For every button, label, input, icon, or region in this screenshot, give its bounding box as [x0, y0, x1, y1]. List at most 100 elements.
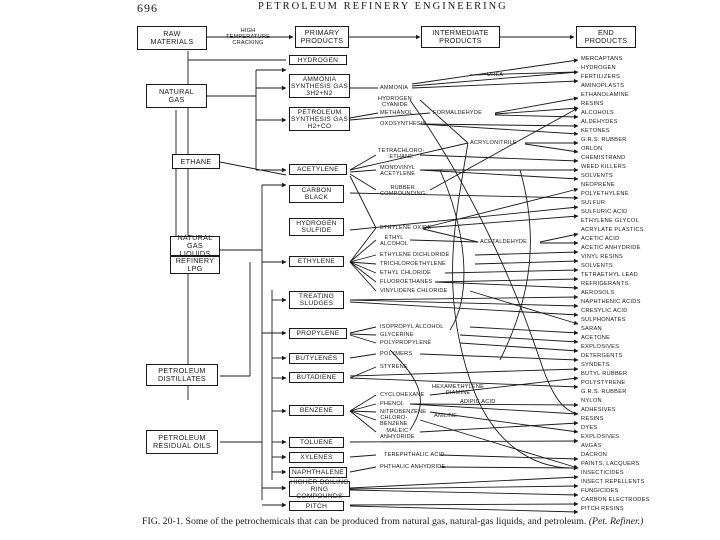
stage-end-products: END PRODUCTS — [576, 26, 636, 48]
end-product: REFRIGERANTS — [581, 281, 629, 287]
intermediate-oxosynthesis: OXOSYNTHESIS — [380, 121, 427, 127]
end-product: KETONES — [581, 128, 610, 134]
end-product: WEED KILLERS — [581, 164, 627, 170]
intermediate-fluoroethanes: FLUOROETHANES — [380, 279, 433, 285]
end-product: POLYSTYRENE — [581, 380, 626, 386]
end-product: SULFUR — [581, 200, 606, 206]
end-product: SOLVENTS — [581, 263, 613, 269]
end-product: SULPHONATES — [581, 317, 626, 323]
end-product: CARBON ELECTRODES — [581, 497, 650, 503]
end-product: G.R.S. RUBBER — [581, 137, 627, 143]
intermediate-isopropyl-alcohol: ISOPROPYL ALCOHOL — [380, 324, 444, 330]
end-product: SOLVENTS — [581, 173, 613, 179]
end-product: DYES — [581, 425, 598, 431]
primary-ammonia-synthesis-gas: AMMONIA SYNTHESIS GAS 3H2+N2 — [289, 74, 350, 98]
end-product: EXPLOSIVES — [581, 434, 620, 440]
end-product: INSECTICIDES — [581, 470, 624, 476]
end-product: ACETIC ACID — [581, 236, 620, 242]
end-product: ADHESIVES — [581, 407, 616, 413]
intermediate-formaldehyde: FORMALDEHYDE — [433, 110, 483, 116]
end-product: INSECT REPELLENTS — [581, 479, 645, 485]
caption-source: (Pet. Refiner.) — [588, 516, 644, 527]
primary-naphthalene: NAPHTHALENE — [289, 467, 347, 478]
intermediate-ethyl-chloride: ETHYL CHLORIDE — [380, 270, 432, 276]
intermediate-hydrogen-cyanide: HYDROGEN CYANIDE — [378, 96, 412, 108]
end-product: NEOPRENE — [581, 182, 615, 188]
end-product: BUTYL RUBBER — [581, 371, 628, 377]
primary-hydrogen-sulfide: HYDROGEN SULFIDE — [289, 218, 344, 236]
end-product: HYDROGEN — [581, 65, 616, 71]
intermediate-ammonia: AMMONIA — [380, 85, 409, 91]
end-product: ACETIC ANHYDRIDE — [581, 245, 641, 251]
end-product: FUNGICIDES — [581, 488, 619, 494]
figure-caption: FIG. 20-1. Some of the petrochemicals th… — [142, 516, 702, 527]
end-product: PITCH RESINS — [581, 506, 624, 512]
end-product: EXPLOSIVES — [581, 344, 620, 350]
primary-toluene: TOLUENE — [289, 437, 344, 448]
end-product: RESINS — [581, 101, 604, 107]
end-product: ALDEHYDES — [581, 119, 618, 125]
end-product: DETERGENTS — [581, 353, 623, 359]
caption-text: Some of the petrochemicals that can be p… — [185, 516, 587, 527]
intermediate-styrene: STYRENE — [380, 364, 408, 370]
intermediate-ethyl-alcohol: ETHYL ALCOHOL — [380, 235, 409, 247]
running-title: PETROLEUM REFINERY ENGINEERING — [258, 1, 508, 12]
raw-natural-gas-liquids: NATURAL GAS LIQUIDS — [170, 234, 220, 258]
end-product: TETRAETHYL LEAD — [581, 272, 638, 278]
stage-raw-materials: RAW MATERIALS — [137, 26, 207, 50]
primary-hydrogen: HYDROGEN — [289, 55, 347, 65]
primary-acetylene: ACETYLENE — [289, 164, 347, 175]
stage-primary-products: PRIMARY PRODUCTS — [295, 26, 349, 48]
intermediate-chlorobenzene: CHLORO- BENZENE — [380, 415, 408, 427]
intermediate-methanol: METHANOL — [380, 110, 413, 116]
end-product: AVGAS — [581, 443, 602, 449]
end-product: ETHANOLAMINE — [581, 92, 629, 98]
end-product: NAPHTHENIC ACIDS — [581, 299, 641, 305]
end-product: ACETONE — [581, 335, 611, 341]
intermediate-acetaldehyde: ACETALDEHYDE — [480, 239, 528, 245]
raw-natural-gas: NATURAL GAS — [146, 84, 207, 108]
primary-propylene: PROPYLENE — [289, 328, 347, 339]
intermediate-hexamethylene-diamine: HEXAMETHYLENE DIAMINE — [432, 384, 485, 396]
intermediate-rubber-compounding: RUBBER COMPOUNDING — [380, 185, 426, 197]
primary-butadiene: BUTADIENE — [289, 372, 344, 383]
primary-ethylene: ETHYLENE — [289, 256, 344, 267]
primary-benzene: BENZENE — [289, 405, 344, 416]
primary-carbon-black: CARBON BLACK — [289, 185, 344, 203]
end-product: RESINS — [581, 416, 604, 422]
end-product: CRESYLIC ACID — [581, 308, 628, 314]
end-product: G.R.S. RUBBER — [581, 389, 627, 395]
primary-higher-boiling-ring-compounds: HIGHER BOILING RING COMPOUNDS — [289, 478, 350, 500]
intermediate-ethylene-oxide: ETHYLENE OXIDE — [380, 225, 432, 231]
primary-petroleum-synthesis-gas: PETROLEUM SYNTHESIS GAS H2+CO — [289, 107, 350, 131]
intermediate-maleic-anhydride: MALEIC ANHYDRIDE — [380, 428, 415, 440]
intermediate-polymers: POLYMERS — [380, 351, 413, 357]
intermediate-vinylidene-chloride: VINYLIDENE CHLORIDE — [380, 288, 448, 294]
intermediate-monovinyl-acetylene: MONOVINYL ACETYLENE — [380, 165, 416, 177]
end-product: FERTILIZERS — [581, 74, 620, 80]
stage-intermediate-products: INTERMEDIATE PRODUCTS — [421, 26, 500, 48]
raw-petroleum-distillates: PETROLEUM DISTILLATES — [146, 364, 218, 386]
end-product: SULFURIC ACID — [581, 209, 628, 215]
intermediate-trichloroethylene: TRICHLOROETHYLENE — [380, 261, 446, 267]
intermediate-glycerine: GLYCERINE — [380, 332, 414, 338]
page-number: 696 — [137, 1, 158, 15]
intermediate-acrylonitrile: ACRYLONITRILE — [470, 140, 517, 146]
end-product: SYNDETS — [581, 362, 610, 368]
cracking-label: HIGH TEMPERATURE CRACKING — [225, 28, 271, 46]
primary-xylenes: XYLENES — [289, 452, 344, 463]
intermediate-ethylene-dichloride: ETHYLENE DICHLORIDE — [380, 252, 450, 258]
end-product: SARAN — [581, 326, 602, 332]
intermediate-urea: UREA — [487, 72, 504, 78]
end-product: NYLON — [581, 398, 602, 404]
end-product: PAINTS, LACQUERS — [581, 461, 640, 467]
raw-ethane: ETHANE — [172, 154, 220, 169]
intermediate-phenol: PHENOL — [380, 401, 405, 407]
primary-butylenes: BUTYLENES — [289, 353, 344, 364]
end-product: DACRON — [581, 452, 608, 458]
raw-petroleum-residual-oils: PETROLEUM RESIDUAL OILS — [146, 430, 218, 454]
end-product: ETHYLENE GLYCOL — [581, 218, 640, 224]
end-product: AMINOPLASTS — [581, 83, 625, 89]
